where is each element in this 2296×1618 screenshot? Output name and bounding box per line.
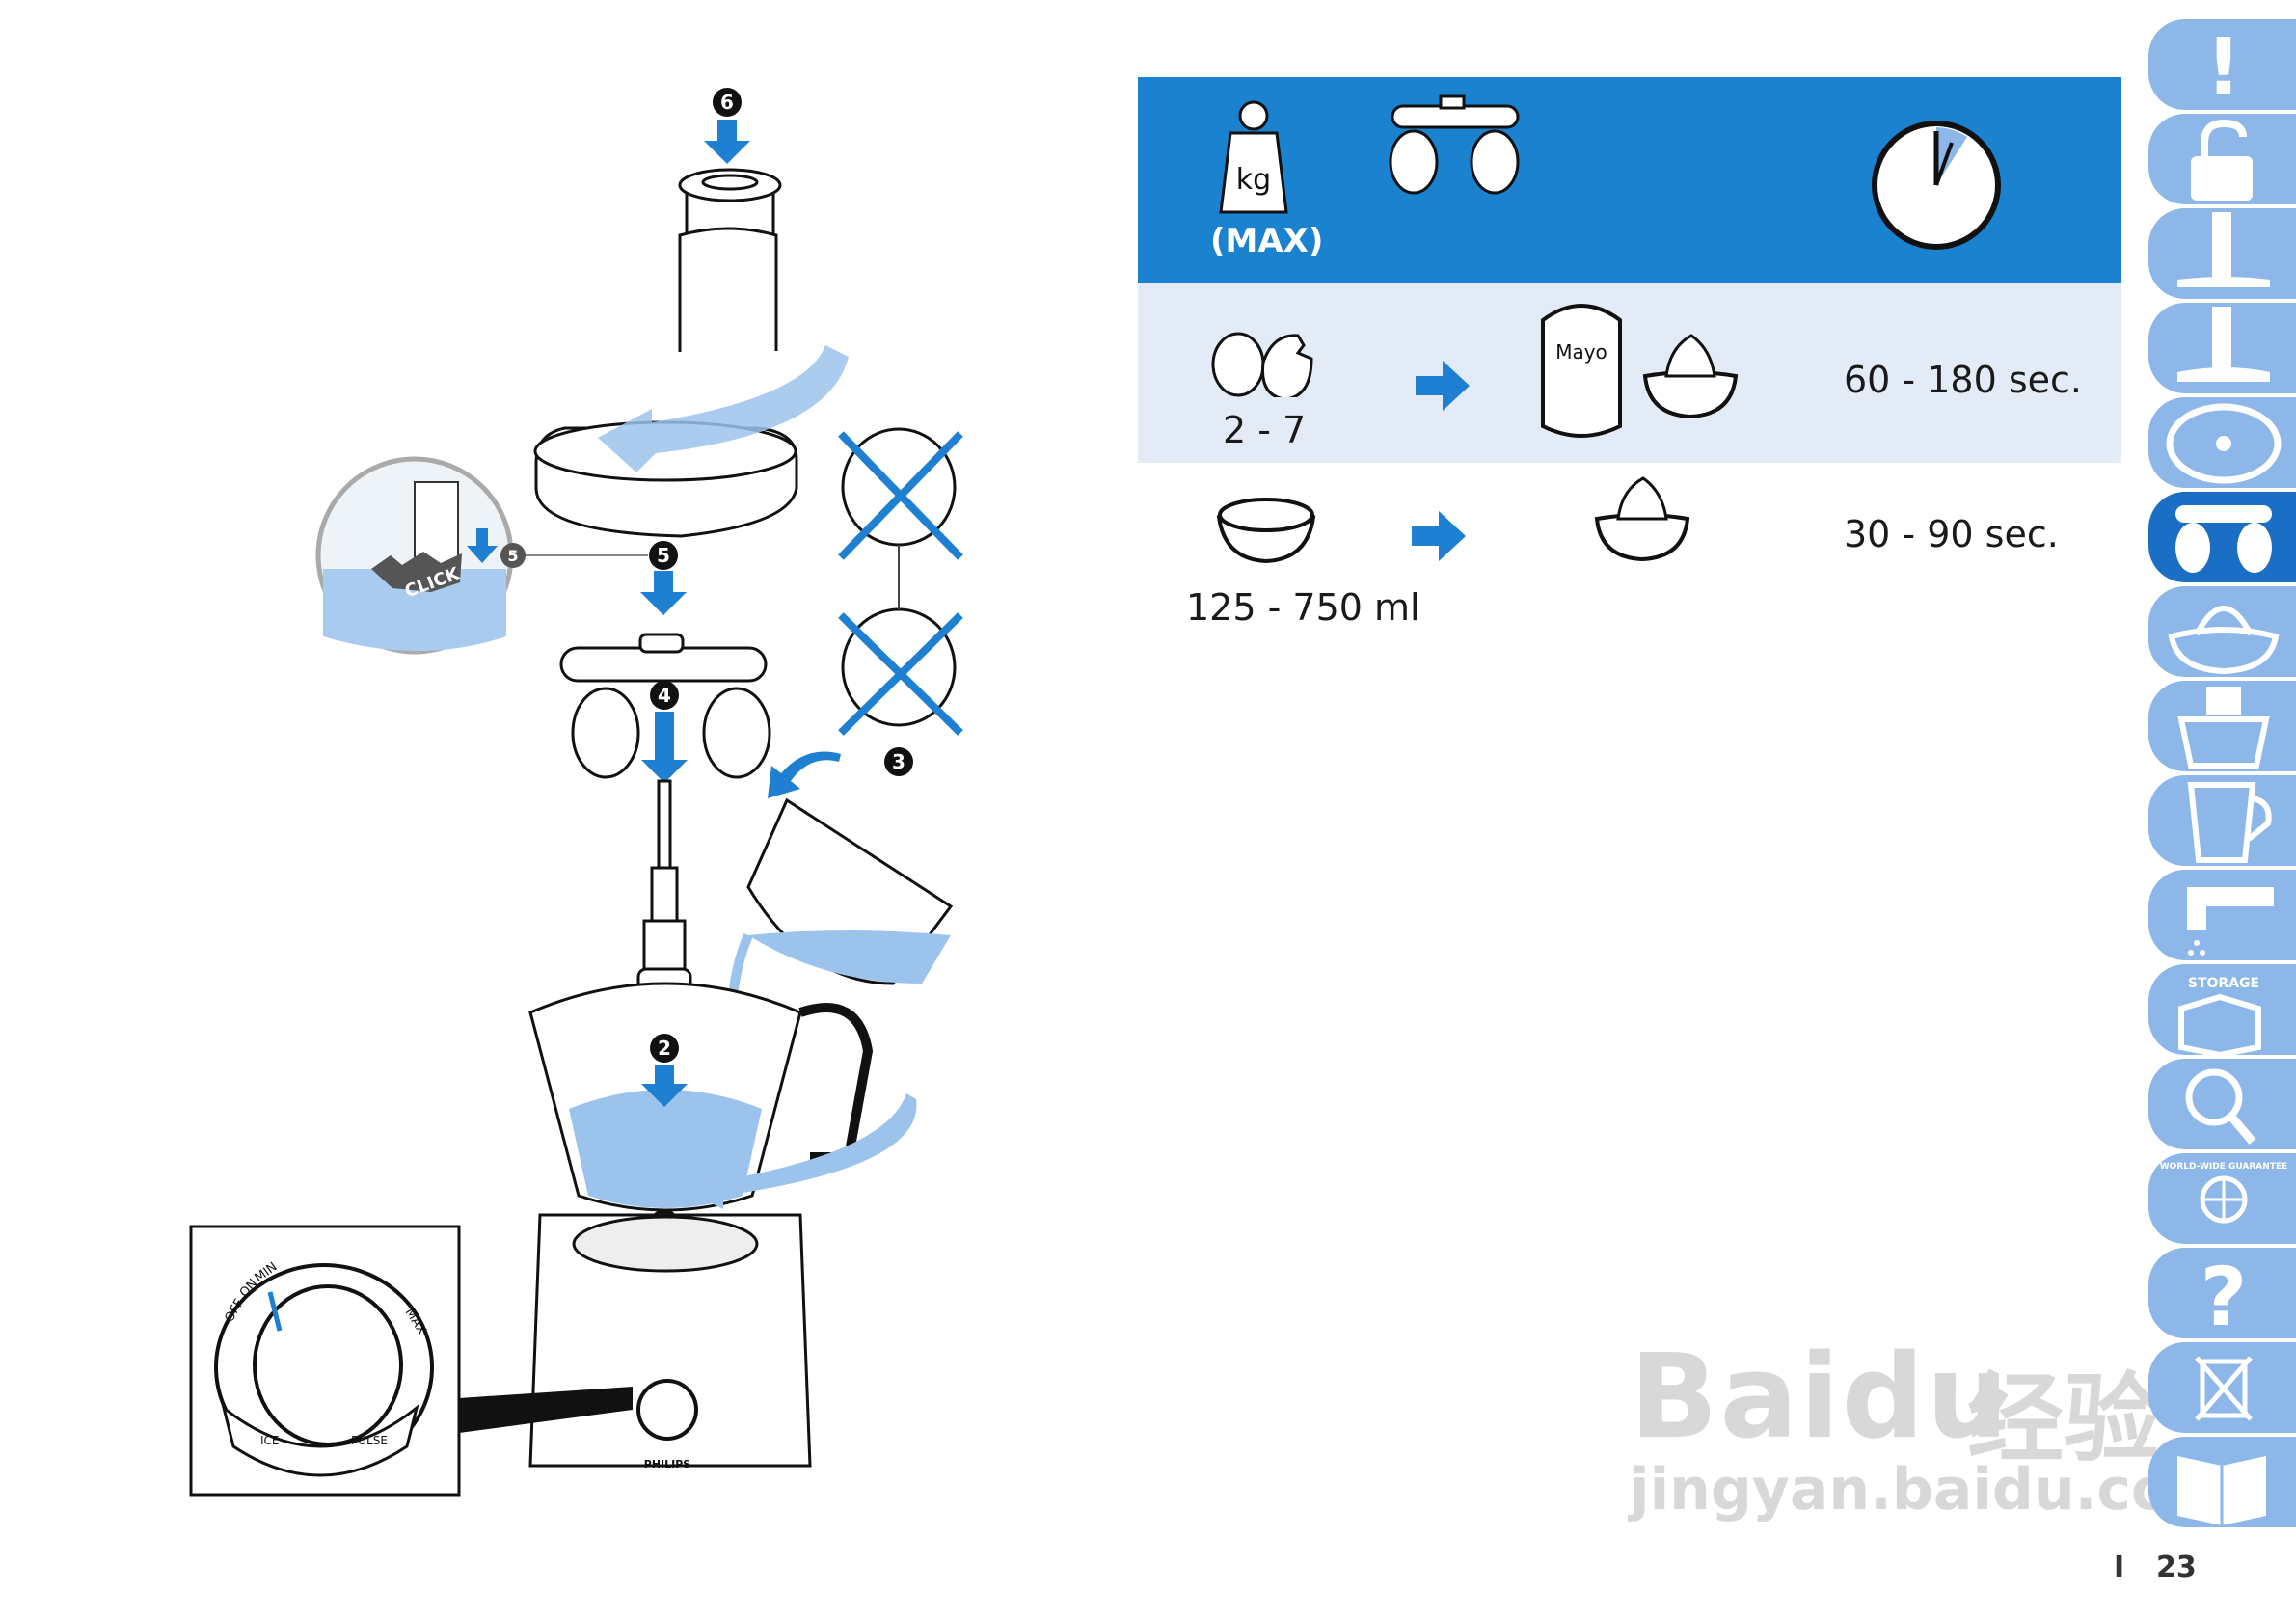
whipped-bowl-icon [1642, 334, 1739, 419]
step-3-badge: 3 [884, 747, 913, 776]
step-6-arrow [704, 120, 750, 164]
whisk-icon [2175, 505, 2272, 573]
tab-disposal[interactable] [2148, 1342, 2296, 1433]
quantity-text: 2 - 7 [1223, 409, 1307, 451]
svg-text:WORLD-WIDE GUARANTEE: WORLD-WIDE GUARANTEE [2160, 1162, 2288, 1172]
step-2-badge: 2 [650, 1034, 679, 1063]
knife-blade-icon [2177, 212, 2270, 287]
warning-icon: ! [2205, 22, 2241, 110]
tab-blade[interactable] [2148, 208, 2296, 299]
rotate-bowl-arrow [685, 1093, 917, 1209]
mayo-jar-icon: Mayo [1541, 304, 1622, 438]
assembly-diagram: 6 5 CLICK 5 4 [189, 88, 963, 1497]
svg-text:kg: kg [1236, 163, 1271, 197]
crossed-disc-2 [838, 607, 963, 736]
language-code: I [2114, 1551, 2125, 1584]
tab-unlock[interactable] [2148, 114, 2296, 204]
svg-text:2: 2 [658, 1037, 671, 1060]
rotate-lid-arrow [598, 345, 849, 472]
chapter-tabs: ! STORAGE WORLD-WIDE GUARANTEE ? [2148, 19, 2296, 1543]
crossed-disc-1 [838, 427, 963, 560]
click-inset: CLICK 5 [315, 456, 526, 655]
step-4-badge: 4 [650, 681, 679, 710]
citrus-press-icon [2168, 606, 2280, 675]
quantity-text: 125 - 750 ml [1186, 586, 1420, 629]
whipped-bowl-icon [1594, 476, 1690, 562]
bowl-lid [533, 227, 798, 538]
guarantee-icon: WORLD-WIDE GUARANTEE [2160, 1162, 2288, 1224]
svg-text:5: 5 [657, 544, 670, 567]
svg-text:PHILIPS: PHILIPS [644, 1458, 691, 1470]
tab-juicer[interactable] [2148, 681, 2296, 771]
time-text: 60 - 180 sec. [1844, 359, 2082, 401]
jug-icon [2187, 782, 2272, 863]
svg-text:6: 6 [720, 91, 734, 114]
eggs-icon [1211, 332, 1313, 397]
whisk-holder [559, 633, 771, 779]
clock-icon [1872, 121, 2001, 250]
callout-pointer [459, 1387, 633, 1433]
unlock-icon [2191, 119, 2253, 201]
svg-text:PULSE: PULSE [351, 1434, 388, 1447]
svg-text:Mayo: Mayo [1555, 340, 1607, 364]
step-6-badge: 6 [713, 88, 742, 117]
disposal-icon [2195, 1356, 2253, 1421]
time-text: 30 - 90 sec. [1844, 513, 2059, 555]
motor-base: PHILIPS [528, 1213, 812, 1470]
watermark-brand: Baidu [1630, 1331, 2011, 1465]
tab-storage[interactable]: STORAGE [2148, 964, 2296, 1055]
tab-warning[interactable]: ! [2148, 19, 2296, 110]
tab-jug[interactable] [2148, 775, 2296, 866]
tab-disc[interactable] [2148, 397, 2296, 488]
table-row: 2 - 7 Mayo 60 - 180 sec. [1138, 283, 2121, 463]
max-label: (MAX) [1210, 222, 1324, 260]
tab-guarantee[interactable]: WORLD-WIDE GUARANTEE [2148, 1153, 2296, 1244]
step-5-arrow [640, 571, 687, 615]
weight-icon: kg [1219, 100, 1288, 214]
tab-citrus[interactable] [2148, 586, 2296, 677]
svg-text:3: 3 [892, 750, 905, 773]
watermark-cn: 经验 [1967, 1362, 2160, 1475]
storage-icon: STORAGE [2178, 976, 2261, 1055]
table-header: kg (MAX) [1138, 77, 2121, 283]
search-icon [2185, 1068, 2256, 1145]
svg-text:?: ? [2201, 1250, 2248, 1338]
svg-text:STORAGE: STORAGE [2188, 976, 2259, 991]
table-row: 125 - 750 ml 30 - 90 sec. [1138, 463, 2121, 656]
step-4-arrow [641, 712, 688, 783]
step-2-arrow [641, 1065, 688, 1107]
whisk-icon [1389, 94, 1520, 195]
tap-icon [2187, 887, 2274, 956]
dial-inset: OFF ON MIN MAX ICE PULSE [189, 1225, 461, 1497]
svg-text:ICE: ICE [260, 1434, 280, 1447]
manual-icon [2177, 1456, 2266, 1525]
svg-text:4: 4 [658, 684, 671, 707]
tab-tap[interactable] [2148, 870, 2296, 960]
pour-arrow [768, 751, 841, 798]
tab-manual[interactable] [2148, 1437, 2296, 1527]
tab-whisk[interactable] [2148, 492, 2296, 582]
tab-search[interactable] [2148, 1059, 2296, 1149]
cream-bowl-icon [1216, 498, 1316, 564]
tab-help[interactable]: ? [2148, 1248, 2296, 1338]
disc-icon [2166, 403, 2282, 484]
step-5-badge: 5 [649, 541, 678, 570]
knife-blade-2-icon [2177, 307, 2270, 382]
svg-text:5: 5 [507, 547, 518, 565]
question-icon: ? [2201, 1250, 2248, 1338]
page-number: 23 [2156, 1551, 2197, 1584]
svg-text:!: ! [2205, 22, 2241, 110]
arrow-right-icon [1416, 361, 1470, 411]
arrow-right-icon [1412, 511, 1466, 561]
juicer-icon [2177, 687, 2270, 769]
watermark-url: jingyan.baidu.com [1630, 1456, 2231, 1524]
tab-blade-2[interactable] [2148, 303, 2296, 393]
